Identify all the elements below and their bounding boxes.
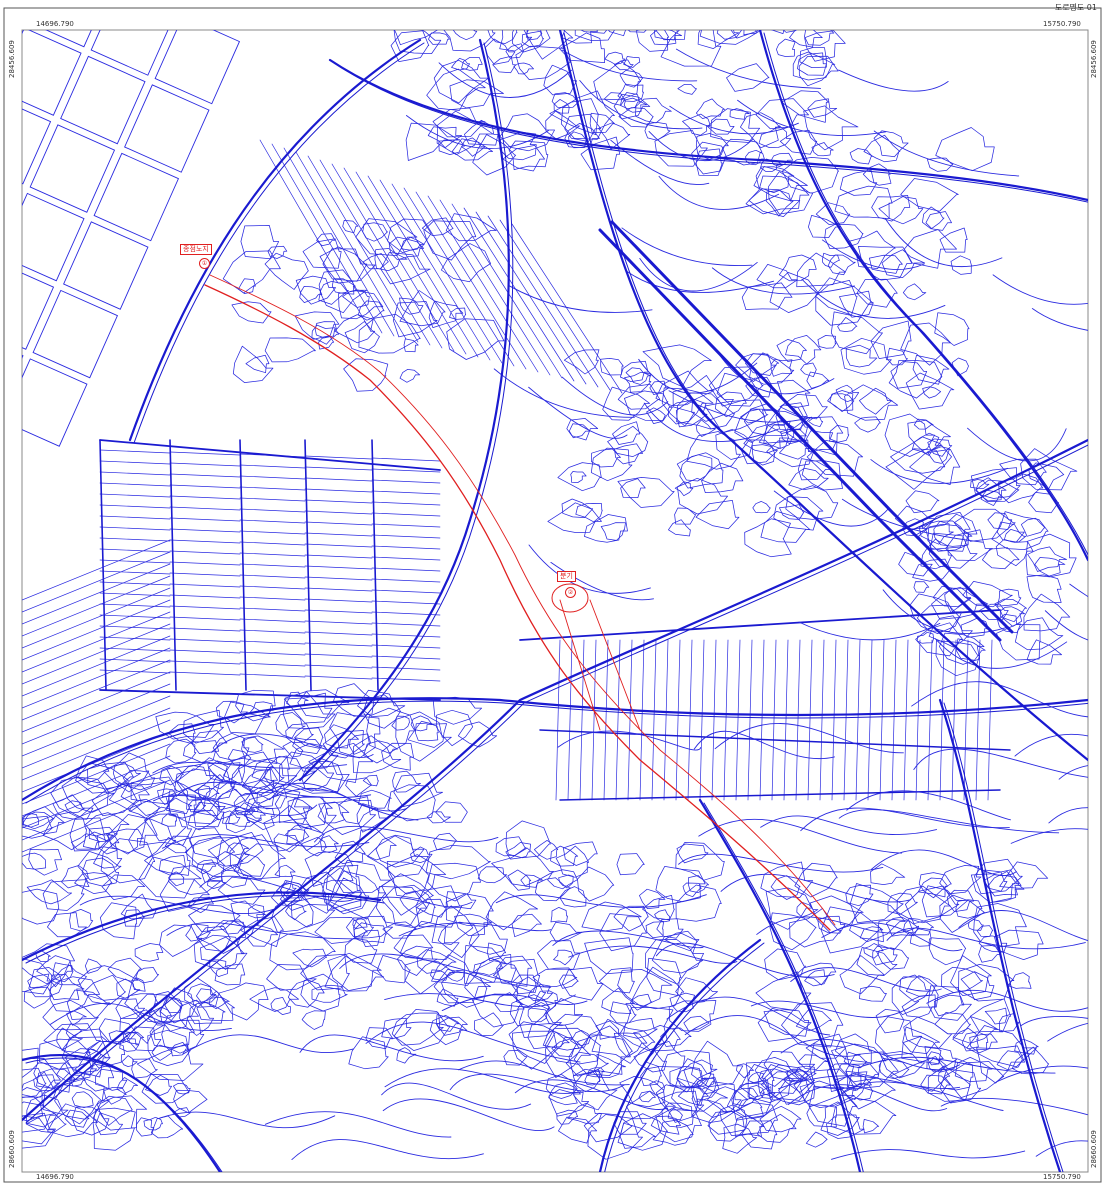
highway	[598, 228, 1002, 642]
route-start-number: ①	[199, 258, 210, 269]
coord-bottom-right-x: 15750.790	[1043, 1173, 1081, 1181]
coord-top-left-y: 28456.609	[8, 40, 16, 78]
road-5	[298, 38, 510, 782]
outer-frame	[3, 7, 1102, 1183]
road-9	[938, 698, 1062, 1172]
route-start-label: 종점노지	[180, 244, 212, 255]
proposed-route	[204, 284, 831, 931]
proposed-route-offset	[209, 274, 836, 926]
road-2	[22, 697, 1088, 802]
road-10	[598, 938, 762, 1172]
coord-bottom-left-x: 14696.790	[36, 1173, 74, 1181]
coord-top-left-x: 14696.790	[36, 20, 74, 28]
coord-bottom-left-y: 28660.609	[8, 1130, 16, 1168]
road-8	[698, 798, 862, 1172]
road-6	[758, 30, 1088, 562]
sheet-id: 도로명도 01	[1054, 3, 1097, 12]
parcel-block-topleft	[22, 30, 241, 447]
map-neatline	[21, 29, 1089, 1173]
route-node-mid	[551, 583, 589, 613]
coord-top-right-y: 28456.609	[1090, 40, 1098, 78]
coord-bottom-right-y: 28660.609	[1090, 1130, 1098, 1168]
route-spur	[559, 599, 601, 731]
route-mid-number: ②	[565, 587, 576, 598]
coord-top-right-x: 15750.790	[1043, 20, 1081, 28]
road-1	[128, 38, 422, 442]
road-0	[22, 438, 1088, 1122]
route-mid-label: 분기	[557, 571, 576, 582]
road-7	[22, 891, 382, 962]
road-4	[328, 58, 1088, 202]
